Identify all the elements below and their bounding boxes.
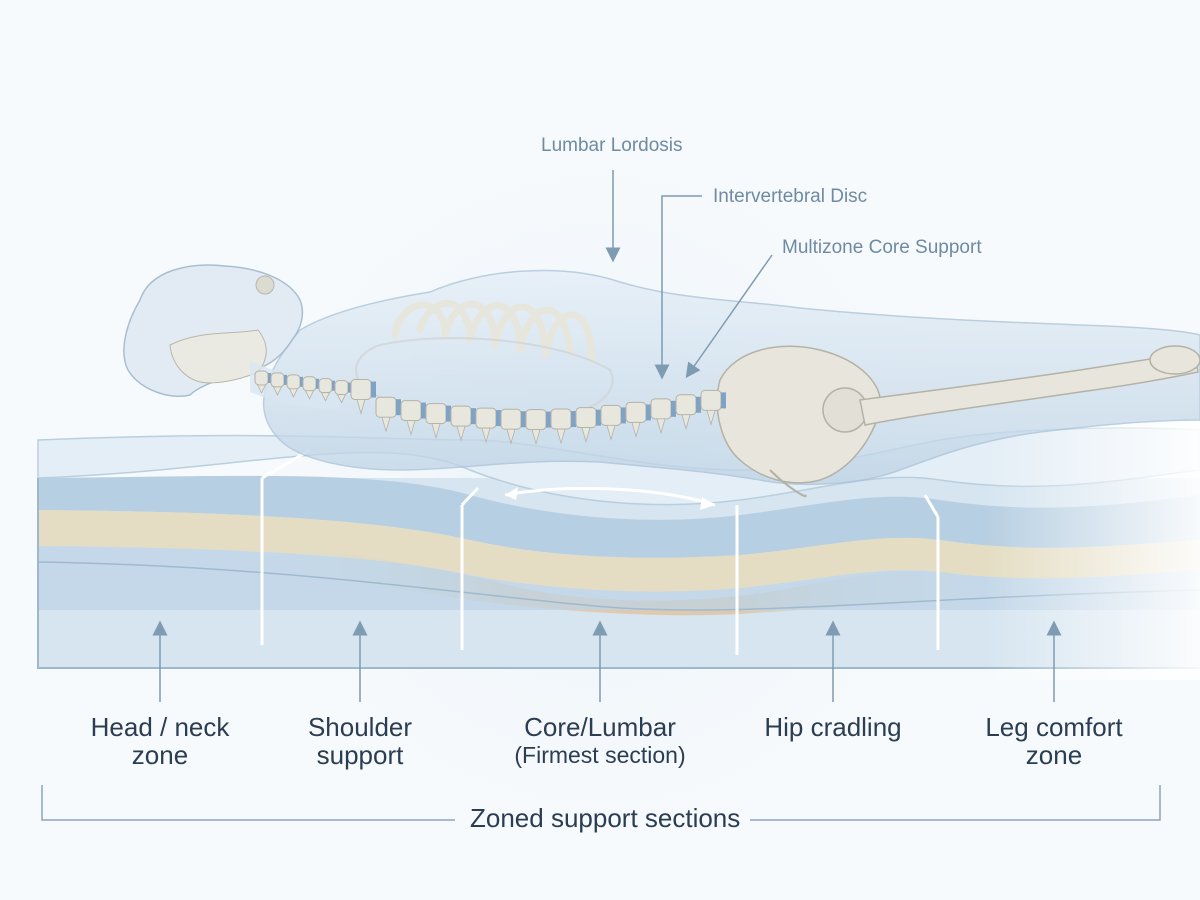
spinous-process	[431, 423, 441, 440]
spinous-process	[288, 388, 299, 398]
intervertebral-disc	[671, 400, 676, 417]
vertebra	[425, 403, 447, 425]
intervertebral-disc	[721, 392, 726, 409]
intervertebral-disc	[521, 411, 526, 428]
vertebra	[350, 379, 372, 401]
spinous-process	[506, 428, 516, 445]
lumbar-curve-double-arrow	[504, 486, 716, 510]
zone-label-shoulder: Shoulder support	[260, 713, 460, 769]
callout-leaders	[605, 170, 773, 380]
intervertebral-disc	[316, 378, 319, 389]
vertebra	[650, 398, 672, 420]
vertebra	[550, 408, 572, 430]
spinous-process	[336, 394, 347, 404]
intervertebral-disc	[496, 410, 501, 427]
zone-label-line2: (Firmest section)	[514, 742, 686, 768]
intervertebral-disc-arrow	[654, 195, 702, 380]
femur	[859, 351, 1199, 426]
vertebra	[270, 372, 285, 388]
translucent-body	[123, 264, 1200, 498]
intervertebral-disc	[421, 402, 426, 419]
ribcage	[391, 299, 596, 362]
intervertebral-disc	[332, 380, 335, 391]
intervertebral-disc	[396, 399, 401, 416]
intervertebral-disc	[268, 373, 271, 383]
vertebra	[334, 380, 349, 396]
spinous-process	[272, 386, 283, 396]
vertebra	[450, 405, 472, 427]
spinous-process	[256, 384, 267, 394]
vertebra	[400, 400, 422, 422]
vertebra	[500, 408, 522, 430]
zone-label-core-lumbar: Core/Lumbar (Firmest section)	[480, 713, 720, 769]
intervertebral-disc	[546, 411, 551, 428]
pelvis	[716, 345, 882, 498]
vertebra	[625, 401, 647, 423]
intervertebral-disc	[596, 409, 601, 426]
spine	[254, 370, 726, 446]
spinous-process	[356, 399, 366, 415]
vertebra	[675, 394, 697, 416]
zones-bracket	[41, 785, 1161, 821]
vertebra	[286, 374, 301, 390]
skull	[123, 264, 304, 397]
spinous-process	[581, 427, 591, 444]
spinous-process	[456, 425, 466, 442]
vertebra	[375, 396, 397, 418]
zone-label-line1: Core/Lumbar	[524, 712, 676, 742]
zone-label-hip: Hip cradling	[733, 713, 933, 741]
mattress	[0, 420, 1200, 680]
intervertebral-disc	[284, 374, 287, 385]
vertebra	[318, 378, 333, 394]
callout-multizone-core-support: Multizone Core Support	[782, 237, 982, 258]
zone-label-line2: zone	[1025, 740, 1083, 770]
zone-label-line1: Shoulder	[307, 712, 413, 742]
multizone-core-arrow	[685, 254, 773, 379]
zoned-support-caption: Zoned support sections	[470, 803, 741, 833]
vertebra	[254, 370, 269, 386]
spinous-process	[631, 422, 641, 438]
spinous-process	[320, 392, 331, 402]
vertebra	[700, 389, 722, 411]
spinous-process	[556, 428, 566, 445]
spinous-process	[531, 429, 541, 446]
vertebra	[575, 407, 597, 429]
spinous-process	[481, 427, 491, 444]
vertebra	[525, 409, 547, 431]
zone-label-line2: support	[316, 740, 404, 770]
intervertebral-disc	[571, 411, 576, 428]
zone-label-head-neck: Head / neck zone	[60, 713, 260, 769]
vertebra	[600, 404, 622, 426]
zone-label-leg: Leg comfort zone	[954, 713, 1154, 769]
spinous-process	[681, 414, 691, 431]
intervertebral-disc	[646, 404, 651, 421]
callout-intervertebral-disc: Intervertebral Disc	[713, 186, 868, 207]
intervertebral-disc	[471, 408, 476, 425]
spinous-process	[406, 420, 416, 437]
intervertebral-disc	[300, 376, 303, 387]
spinous-process	[381, 416, 391, 433]
callout-lumbar-lordosis: Lumbar Lordosis	[541, 135, 683, 156]
zone-label-line2: zone	[131, 740, 189, 770]
intervertebral-disc	[621, 407, 626, 424]
spinous-process	[606, 425, 616, 441]
intervertebral-disc	[371, 381, 376, 398]
intervertebral-disc	[348, 382, 351, 393]
spinous-process	[304, 390, 315, 400]
zone-label-line1: Hip cradling	[764, 712, 902, 742]
vertebra	[475, 407, 497, 429]
zone-label-line1: Head / neck	[90, 712, 230, 742]
intervertebral-disc	[446, 405, 451, 422]
vertebra	[302, 376, 317, 392]
zone-label-line1: Leg comfort	[985, 712, 1123, 742]
spinous-process	[706, 410, 716, 426]
zone-arrows	[152, 620, 1062, 702]
intervertebral-disc	[696, 396, 701, 413]
spinous-process	[656, 418, 666, 435]
